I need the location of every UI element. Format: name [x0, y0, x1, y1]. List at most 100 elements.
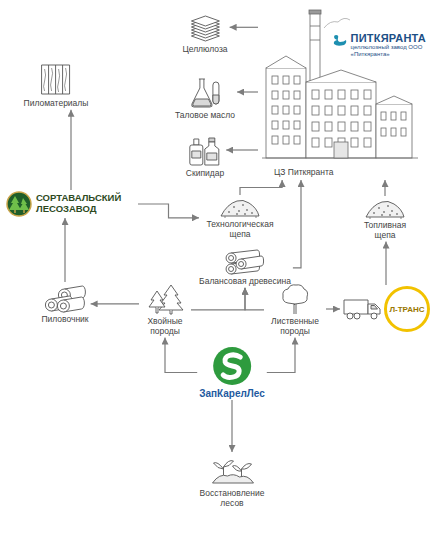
product-turpentine: Скипидар	[184, 134, 226, 180]
drawing-part	[344, 300, 380, 319]
forestry-logo: ЗапКарелЛес	[197, 345, 267, 400]
node-label: Пиломатериалы	[24, 99, 89, 109]
drawing-part	[238, 210, 240, 212]
drawing-part	[294, 136, 300, 144]
logo-text-group: ПИТКЯРАНТАцеллюлозный завод ООО «Питкяра…	[351, 32, 426, 58]
node-label: Восстановление лесов	[195, 489, 270, 509]
drawing-part	[312, 122, 319, 131]
drawing-part	[42, 65, 70, 94]
drawing-part	[325, 122, 332, 131]
drawing-part	[391, 210, 393, 212]
drawing-part	[351, 122, 358, 131]
drawing-part	[192, 79, 219, 107]
deciduous: Лиственные породы	[264, 282, 326, 338]
transport-logo: Л-ТРАНС	[340, 285, 432, 333]
drawing-part	[207, 153, 217, 160]
drawing-part	[212, 461, 253, 483]
flow-arrow	[64, 218, 65, 282]
drawing-part	[324, 18, 350, 28]
drawing-part	[242, 204, 244, 206]
drawing-part	[48, 302, 54, 308]
product-pulp: Целлюлоза	[180, 12, 229, 56]
drawing-part	[389, 214, 391, 216]
drawing-part	[192, 79, 213, 107]
drawing-part	[364, 90, 371, 99]
drawing-part	[294, 76, 300, 84]
node-label: Технологическая щепа	[201, 220, 279, 240]
pulpwood: Балансовая древесина	[197, 248, 293, 288]
node-label: Хвойные породы	[141, 317, 189, 337]
drawing-part	[226, 250, 264, 274]
drawing-part	[366, 201, 404, 217]
drawing-part	[192, 151, 201, 158]
flow-arrow	[385, 242, 386, 286]
flow-arrow	[237, 91, 258, 92]
node-label: Целлюлоза	[182, 45, 227, 55]
node-label: Топливная щепа	[362, 221, 408, 241]
drawing-part	[57, 300, 69, 312]
drawing-part	[213, 95, 219, 104]
flow-arrow	[191, 288, 245, 310]
drawing-part	[344, 300, 368, 314]
drawing-part	[283, 285, 308, 314]
drawing-part	[251, 212, 253, 214]
chips-icon	[364, 197, 406, 219]
drawing-part	[272, 106, 278, 114]
drawing-part	[351, 138, 358, 147]
drawing-part	[236, 259, 246, 269]
drawing-part	[190, 138, 219, 165]
drawing-part	[226, 253, 236, 263]
pulp-mill: ПИТКЯРАНТАцеллюлозный завод ООО «Питкяра…	[258, 8, 430, 180]
drawing-part	[156, 307, 158, 313]
drawing-part	[351, 90, 358, 99]
flask-icon	[188, 77, 222, 109]
drawing-part	[44, 68, 67, 92]
drawing-part	[338, 106, 345, 115]
drawing-part	[244, 213, 246, 215]
drawing-part	[391, 112, 396, 120]
drawing-part	[266, 68, 306, 158]
drawing-part	[209, 138, 215, 142]
process-chips: Технологическая щепа	[199, 195, 281, 241]
drawing-part	[194, 139, 199, 145]
chips-icon	[219, 196, 261, 218]
flow-arrow	[165, 338, 197, 373]
drawing-part	[60, 303, 66, 309]
drawing-part	[325, 138, 332, 147]
drawing-part	[325, 90, 332, 99]
flow-arrow	[384, 180, 385, 196]
drawing-part	[381, 214, 383, 216]
logo-subtitle: целлюлозный завод ООО «Питкяранта»	[351, 44, 425, 58]
drawing-part	[369, 217, 371, 219]
drawing-part	[294, 106, 300, 114]
drawing-part	[309, 10, 321, 14]
flow-arrow	[267, 338, 295, 373]
node-label: Лиственные породы	[266, 317, 324, 337]
flow-arrow	[240, 180, 282, 195]
drawing-part	[396, 213, 398, 215]
drawing-part	[193, 99, 212, 106]
drawing-part	[371, 313, 377, 319]
drawing-part	[373, 212, 375, 214]
flow-arrow	[245, 288, 264, 310]
drawing-part	[205, 142, 219, 165]
drawing-part	[212, 475, 253, 483]
bottles-icon	[188, 135, 222, 167]
drawing-part	[387, 205, 389, 207]
drawing-part	[233, 206, 235, 208]
logo-title: СОРТАВАЛЬСКИЙ ЛЕСОЗАВОД	[36, 193, 136, 215]
drawing-part	[364, 106, 371, 115]
drawing-part	[272, 121, 278, 129]
drawing-part	[306, 70, 376, 82]
drawing-part	[221, 200, 259, 216]
logo-title: Л-ТРАНС	[389, 305, 424, 314]
drawing-part	[283, 76, 289, 84]
sprout-icon	[209, 453, 255, 487]
drawing-part	[228, 267, 233, 272]
drawing-part	[23, 210, 24, 213]
conifer-icon	[145, 283, 185, 315]
node-label: Балансовая древесина	[199, 277, 291, 287]
flow-arrow	[230, 27, 258, 28]
